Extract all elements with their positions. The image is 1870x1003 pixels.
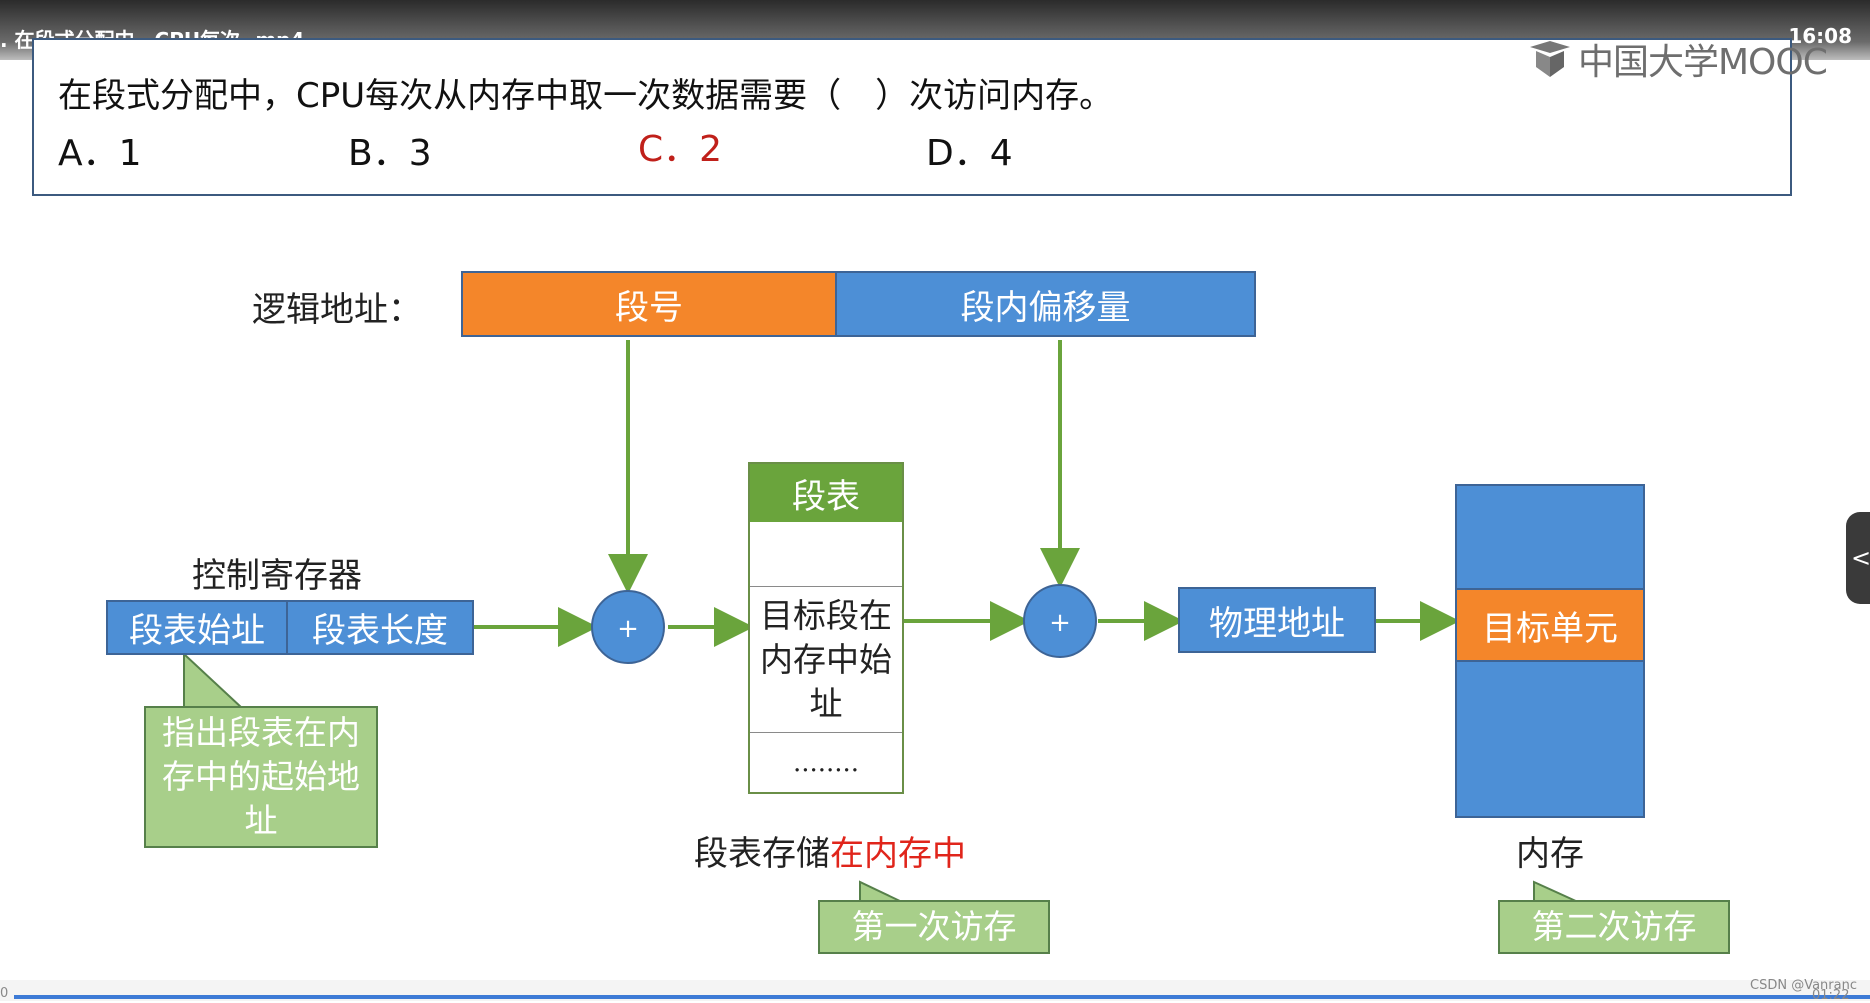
seg-table-length-box: 段表长度 (286, 600, 474, 655)
segment-table-row-empty (750, 522, 902, 586)
segment-table-header: 段表 (750, 464, 902, 522)
first-access-tail (859, 880, 903, 903)
watermark: CSDN @Vanranc (1750, 978, 1857, 993)
segment-offset-box: 段内偏移量 (835, 271, 1256, 337)
seg-table-start-box: 段表始址 (106, 600, 288, 655)
segment-table-row-ellipsis: ........ (750, 732, 902, 792)
option-b: B．3 (348, 133, 432, 174)
physical-address-box: 物理地址 (1178, 587, 1376, 653)
adder-1 (591, 590, 665, 664)
seg-table-caption-b: 在内存中 (830, 834, 966, 874)
option-a: A．1 (58, 133, 142, 174)
side-panel-toggle[interactable]: < (1846, 512, 1870, 604)
adder-2 (1023, 584, 1097, 658)
control-register-label: 控制寄存器 (192, 556, 362, 596)
seg-table-caption-a: 段表存储 (694, 834, 830, 874)
adder-1-symbol: + (617, 614, 639, 644)
second-access-tail (1533, 880, 1579, 903)
mooc-logo-text: 中国大学MOOC (1578, 42, 1828, 83)
progress-bar[interactable] (14, 995, 1870, 999)
second-access-note: 第二次访存 (1498, 900, 1730, 954)
note-pointer-tail (183, 651, 245, 709)
option-c-answer: C．2 (638, 129, 723, 170)
note-pointer: 指出段表在内存中的起始地址 (144, 706, 378, 848)
seg-table-caption: 段表存储在内存中 (694, 826, 966, 875)
segment-table-row-target: 目标段在内存中始址 (750, 586, 902, 732)
logical-address-label: 逻辑地址： (252, 290, 422, 330)
duration: 01:22 (1812, 988, 1850, 1003)
segment-table: 段表 目标段在内存中始址 ........ (748, 462, 904, 794)
memory-label: 内存 (1516, 834, 1584, 874)
question-text: 在段式分配中，CPU每次从内存中取一次数据需要（ ）次访问内存。 (58, 76, 1114, 116)
question-box: 在段式分配中，CPU每次从内存中取一次数据需要（ ）次访问内存。 A．1 B．3… (32, 38, 1792, 196)
target-unit: 目标单元 (1457, 588, 1643, 662)
clock: 16:08 (1788, 24, 1852, 48)
segment-number-box: 段号 (461, 271, 837, 337)
current-time: 0 (0, 986, 9, 1001)
memory-block: 目标单元 (1455, 484, 1645, 818)
first-access-note: 第一次访存 (818, 900, 1050, 954)
mooc-logo: 中国大学MOOC (1528, 38, 1828, 83)
option-d: D．4 (926, 133, 1013, 174)
adder-2-symbol: + (1049, 608, 1071, 638)
mooc-logo-icon (1530, 41, 1570, 77)
